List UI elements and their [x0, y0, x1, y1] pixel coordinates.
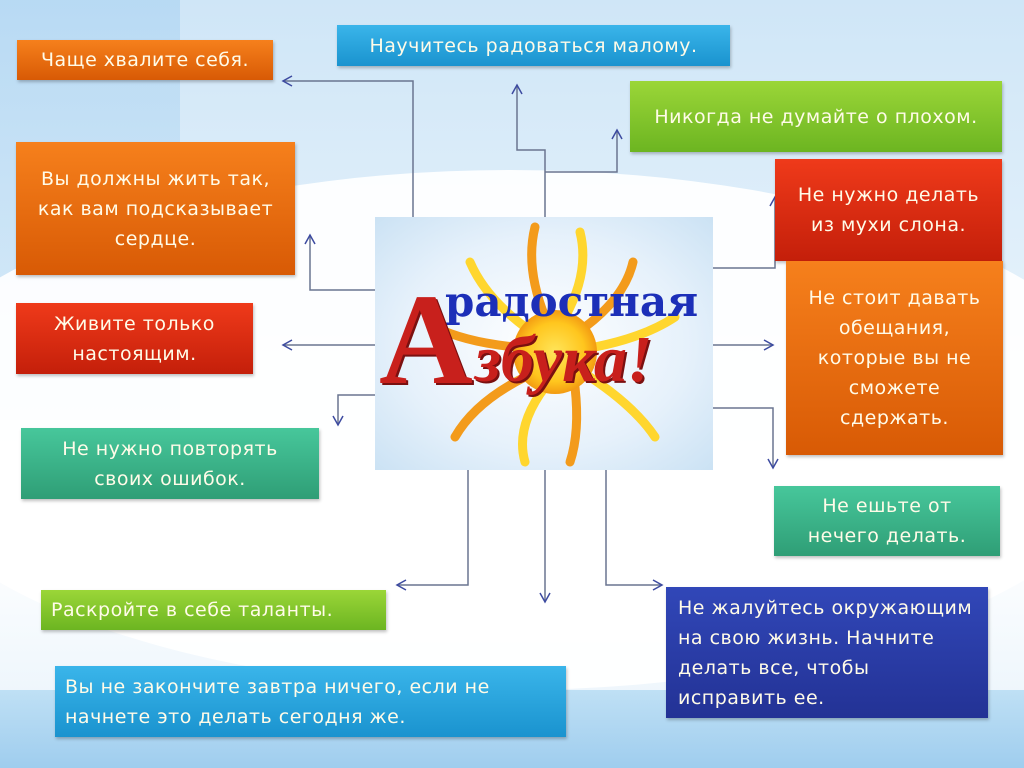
- arrowhead-icon: [395, 579, 407, 591]
- title-azbuka: збука!: [475, 323, 653, 396]
- box-reveal-talents: Раскройте в себе таланты.: [41, 590, 386, 630]
- arrowhead-icon: [611, 128, 623, 140]
- box-promises: Не стоит давать обещания, которые вы не …: [786, 261, 1003, 455]
- arrowhead-icon: [763, 339, 775, 351]
- arrowhead-icon: [281, 75, 293, 87]
- box-enjoy-little: Научитесь радоваться малому.: [337, 25, 730, 66]
- arrowhead-icon: [767, 458, 779, 470]
- box-mountain-molehill: Не нужно делать из мухи слона.: [775, 159, 1002, 261]
- box-dont-repeat-mistakes: Не нужно повторять своих ошибок.: [21, 428, 319, 499]
- box-dont-eat-bored: Не ешьте от нечего делать.: [774, 486, 1000, 556]
- box-praise-yourself: Чаще хвалите себя.: [17, 40, 273, 80]
- arrowhead-icon: [539, 592, 551, 604]
- title-letter-a: А: [379, 268, 473, 412]
- box-live-by-heart: Вы должны жить так, как вам подсказывает…: [16, 142, 295, 275]
- arrowhead-icon: [332, 415, 344, 427]
- box-live-present: Живите только настоящим.: [16, 303, 253, 374]
- sun-icon: [430, 222, 680, 467]
- title-radostnaya: радостная: [445, 277, 699, 326]
- arrowhead-icon: [511, 83, 523, 95]
- box-dont-complain: Не жалуйтесь окружающим на свою жизнь. Н…: [666, 587, 988, 718]
- center-logo: радостная А збука!: [375, 217, 713, 470]
- arrowhead-icon: [652, 579, 664, 591]
- box-start-today: Вы не закончите завтра ничего, если не н…: [55, 666, 566, 737]
- box-never-think-bad: Никогда не думайте о плохом.: [630, 81, 1002, 152]
- arrowhead-icon: [304, 233, 316, 245]
- arrowhead-icon: [281, 339, 293, 351]
